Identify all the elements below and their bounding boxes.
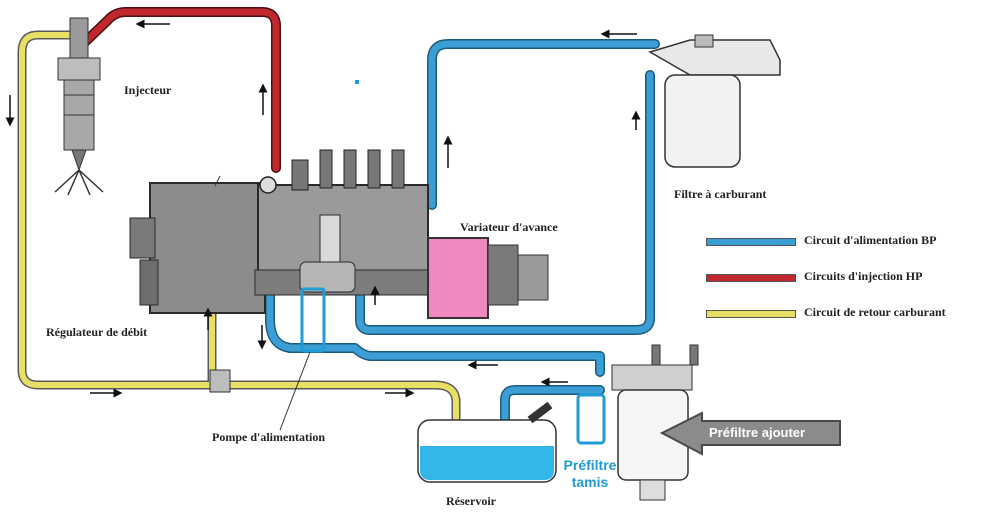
blue-dot — [355, 80, 359, 84]
legend-label: Circuit d'alimentation BP — [804, 233, 937, 247]
legend-item-injection-circuit: Circuits d'injection HP — [706, 269, 998, 284]
advance-variator-label: Variateur d'avance — [460, 220, 558, 234]
injection-circuit-swatch — [706, 274, 796, 282]
prefilter-screen-line1: Préfiltre — [563, 457, 617, 473]
injector — [54, 17, 104, 196]
fuel-filter-label: Filtre à carburant — [674, 187, 767, 201]
injector-label: Injecteur — [124, 83, 172, 97]
tank-label: Réservoir — [446, 494, 496, 508]
add-prefilter-label: Préfiltre ajouter — [709, 425, 806, 440]
prefilter-screen-label: Préfiltre tamis — [550, 457, 630, 491]
flow-regulator-label: Régulateur de débit — [46, 325, 148, 339]
feed-pump-highlight — [300, 287, 326, 353]
legend-item-feed-circuit: Circuit d'alimentation BP — [706, 233, 998, 248]
injection-pump — [129, 149, 431, 393]
added-prefilter — [611, 344, 699, 501]
flow-arrows — [5, 19, 641, 398]
legend-label: Circuits d'injection HP — [804, 269, 923, 283]
advance-variator — [427, 237, 549, 319]
legend-item-return-circuit: Circuit de retour carburant — [706, 305, 998, 320]
feed-pump-label: Pompe d'alimentation — [212, 430, 325, 444]
legend-label: Circuit de retour carburant — [804, 305, 946, 319]
prefilter-screen-highlight — [576, 393, 606, 445]
feed-circuit-swatch — [706, 238, 796, 246]
injection-circuit — [77, 7, 281, 173]
return-circuit-swatch — [706, 310, 796, 318]
prefilter-screen-line2: tamis — [571, 474, 609, 490]
fuel-tank — [417, 401, 557, 483]
fuel-filter — [648, 34, 781, 168]
add-prefilter-arrow — [659, 411, 841, 456]
